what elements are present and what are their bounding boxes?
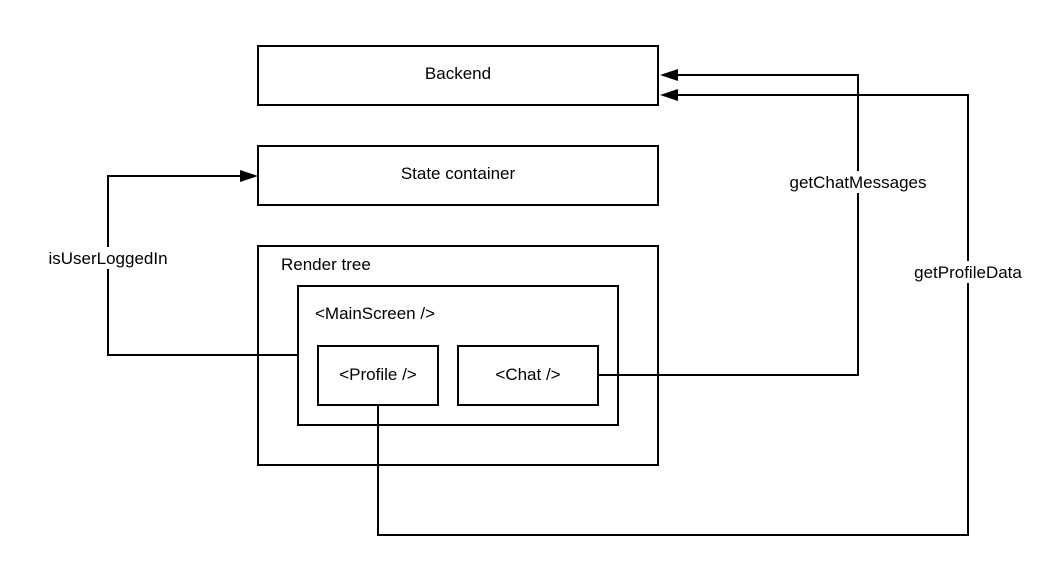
is-user-logged-in-label-bg xyxy=(42,247,174,269)
main-screen-label: <MainScreen /> xyxy=(315,304,435,323)
get-profile-data-edge xyxy=(377,94,969,536)
render-tree-label: Render tree xyxy=(281,255,371,274)
chat-box xyxy=(457,345,599,406)
state-container-box xyxy=(257,145,659,206)
get-chat-messages-label-bg xyxy=(782,171,934,193)
get-profile-data-label-bg xyxy=(906,261,1030,283)
get-profile-data-arrowhead xyxy=(660,89,678,101)
state-container-label: State container xyxy=(401,164,516,183)
is-user-logged-in-label: isUserLoggedIn xyxy=(48,249,167,268)
backend-box xyxy=(257,45,659,106)
get-chat-messages-arrowhead xyxy=(660,69,678,81)
backend-label: Backend xyxy=(425,64,491,83)
chat-label: <Chat /> xyxy=(495,365,560,384)
profile-label: <Profile /> xyxy=(339,365,417,384)
get-chat-messages-label: getChatMessages xyxy=(789,173,926,192)
get-profile-data-label: getProfileData xyxy=(914,263,1022,282)
is-user-logged-in-arrowhead xyxy=(240,170,258,182)
get-chat-messages-edge xyxy=(598,74,859,376)
